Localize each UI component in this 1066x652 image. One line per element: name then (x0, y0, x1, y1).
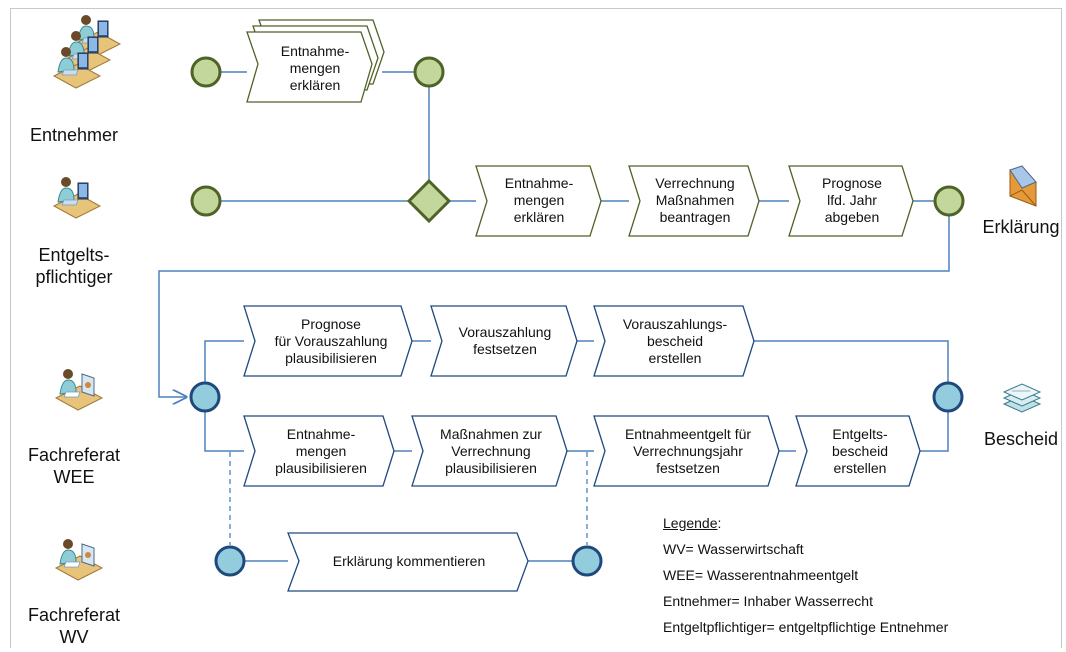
label-erklaerung-kommentieren: Erklärung kommentieren (332, 553, 486, 569)
event-wv-right (571, 545, 603, 577)
activity-erklaerung-kommentieren (287, 532, 529, 592)
start-event-wee (189, 381, 221, 413)
start-event-entnehmer (190, 56, 222, 88)
activity-massnahmen-beantragen (628, 165, 760, 237)
legend-title: Legende (663, 515, 718, 531)
activity-entnahmemengen-plausibilisieren (243, 415, 395, 487)
legend: Legende: WV= Wasserwirtschaft WEE= Wasse… (663, 513, 948, 643)
activity-vorauszahlung-festsetzen (430, 305, 578, 377)
entnehmer-group-icon (53, 14, 121, 89)
diagram-frame (10, 8, 1062, 648)
end-event-erklaerung (933, 185, 965, 217)
fachreferat-wv-person-icon (55, 538, 103, 581)
entgeltspflichtiger-person-icon (53, 176, 101, 219)
role-label-entgeltspflichtiger: Entgelts-pflichtiger (35, 245, 113, 287)
activity-prognose-plausibilisieren (243, 305, 413, 377)
legend-title-row: Legende: (663, 513, 948, 539)
activity-entgelt-festsetzen (593, 415, 780, 487)
envelope-icon (1009, 165, 1037, 207)
artifact-label-bescheid: Bescheid (983, 429, 1059, 449)
legend-entry: Entgeltpflichtiger= entgeltpflichtige En… (663, 619, 949, 635)
artifact-label-erklaerung: Erklärung (982, 217, 1060, 237)
legend-title-suffix: : (717, 515, 722, 531)
activity-massnahmen-plausibilisieren (411, 415, 568, 487)
event-wv-left (214, 545, 246, 577)
start-event-entgeltspflichtiger (190, 185, 222, 217)
legend-entry: WV= Wasserwirtschaft (663, 541, 804, 557)
end-event-entnehmer (413, 56, 445, 88)
activity-entgeltsbescheid (795, 415, 921, 487)
activity-prognose-abgeben (788, 165, 914, 237)
role-label-entnehmer: Entnehmer (29, 125, 119, 145)
document-stack-icon (1002, 383, 1042, 413)
end-event-wee (932, 381, 964, 413)
gateway-diamond (406, 178, 452, 224)
activity-vorauszahlungsbescheid (593, 305, 755, 377)
legend-entry: Entnehmer= Inhaber Wasserrecht (663, 593, 873, 609)
association-lines (229, 452, 588, 545)
legend-entry: WEE= Wasserentnahmeentgelt (663, 567, 859, 583)
activity-entnahmemengen-erklaeren (475, 165, 602, 237)
sequence-flows (158, 71, 950, 562)
activity-entnahmemengen-erklaeren-multi (246, 19, 385, 103)
fachreferat-wee-person-icon (55, 368, 103, 411)
